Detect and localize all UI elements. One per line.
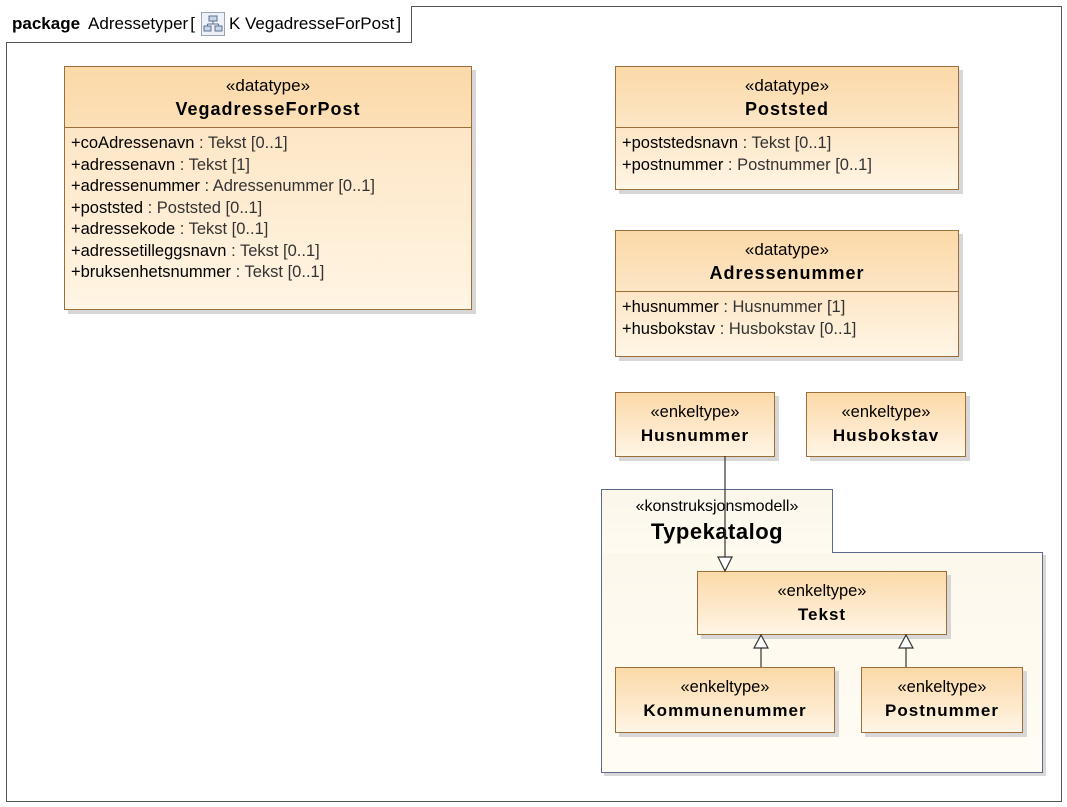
attribute-row: +poststed : Poststed [0..1] — [71, 198, 263, 217]
stereotype-label: «datatype» — [744, 240, 830, 259]
stereotype-label: «enkeltype» — [680, 678, 770, 696]
class-vegadresseforpost[interactable]: «datatype» VegadresseForPost +coAdressen… — [64, 66, 472, 310]
stereotype-label: «enkeltype» — [897, 678, 987, 696]
package-header: package Adressetyper [ K VegadresseForPo… — [6, 6, 413, 43]
class-diagram-icon — [200, 12, 225, 36]
class-name: VegadresseForPost — [175, 99, 361, 119]
class-name: Adressenummer — [709, 263, 865, 283]
package-keyword: package — [12, 14, 81, 33]
class-name: Poststed — [744, 99, 830, 119]
attribute-row: +adressenavn : Tekst [1] — [71, 155, 251, 174]
class-postnummer[interactable]: «enkeltype» Postnummer — [861, 667, 1023, 733]
class-name: Postnummer — [885, 701, 999, 720]
package-typekatalog-tab[interactable]: «konstruksjonsmodell» Typekatalog — [601, 489, 833, 553]
attribute-row: +coAdressenavn : Tekst [0..1] — [71, 134, 288, 152]
stereotype-label: «datatype» — [744, 76, 830, 95]
class-husbokstav[interactable]: «enkeltype» Husbokstav — [806, 392, 966, 457]
class-name: Husbokstav — [832, 426, 940, 445]
attribute-row: +husbokstav : Husbokstav [0..1] — [622, 319, 857, 338]
stereotype-label: «enkeltype» — [650, 403, 740, 421]
attribute-row: +postnummer : Postnummer [0..1] — [622, 155, 872, 174]
class-husnummer[interactable]: «enkeltype» Husnummer — [615, 392, 775, 457]
class-kommunenummer[interactable]: «enkeltype» Kommunenummer — [615, 667, 835, 733]
class-name: Kommunenummer — [643, 701, 807, 720]
attribute-row: +bruksenhetsnummer : Tekst [0..1] — [71, 263, 325, 281]
attribute-row: +husnummer : Husnummer [1] — [622, 298, 846, 316]
class-name: Husnummer — [640, 426, 750, 445]
class-adressenummer[interactable]: «datatype» Adressenummer +husnummer : Hu… — [615, 230, 959, 357]
open-bracket: [ — [190, 14, 195, 33]
close-bracket: ] — [396, 14, 402, 33]
stereotype-label: «datatype» — [225, 76, 311, 95]
attribute-compartment: +coAdressenavn : Tekst [0..1] +adressena… — [65, 127, 471, 289]
diagram-name: K VegadresseForPost — [228, 14, 395, 33]
class-poststed[interactable]: «datatype» Poststed +poststedsnavn : Tek… — [615, 66, 959, 190]
attribute-row: +adressenummer : Adressenummer [0..1] — [71, 177, 376, 195]
stereotype-label: «enkeltype» — [841, 403, 931, 421]
package-name: Typekatalog — [650, 519, 784, 544]
class-tekst[interactable]: «enkeltype» Tekst — [697, 571, 947, 635]
attribute-compartment: +poststedsnavn : Tekst [0..1] +postnumme… — [616, 127, 958, 181]
stereotype-label: «enkeltype» — [777, 582, 867, 600]
class-name: Tekst — [797, 605, 847, 624]
attribute-row: +poststedsnavn : Tekst [0..1] — [622, 134, 832, 152]
attribute-row: +adressetilleggsnavn : Tekst [0..1] — [71, 241, 320, 260]
attribute-row: +adressekode : Tekst [0..1] — [71, 220, 269, 238]
package-name: Adressetyper — [88, 14, 189, 33]
stereotype-label: «konstruksjonsmodell» — [635, 498, 799, 515]
attribute-compartment: +husnummer : Husnummer [1] +husbokstav :… — [616, 291, 958, 345]
